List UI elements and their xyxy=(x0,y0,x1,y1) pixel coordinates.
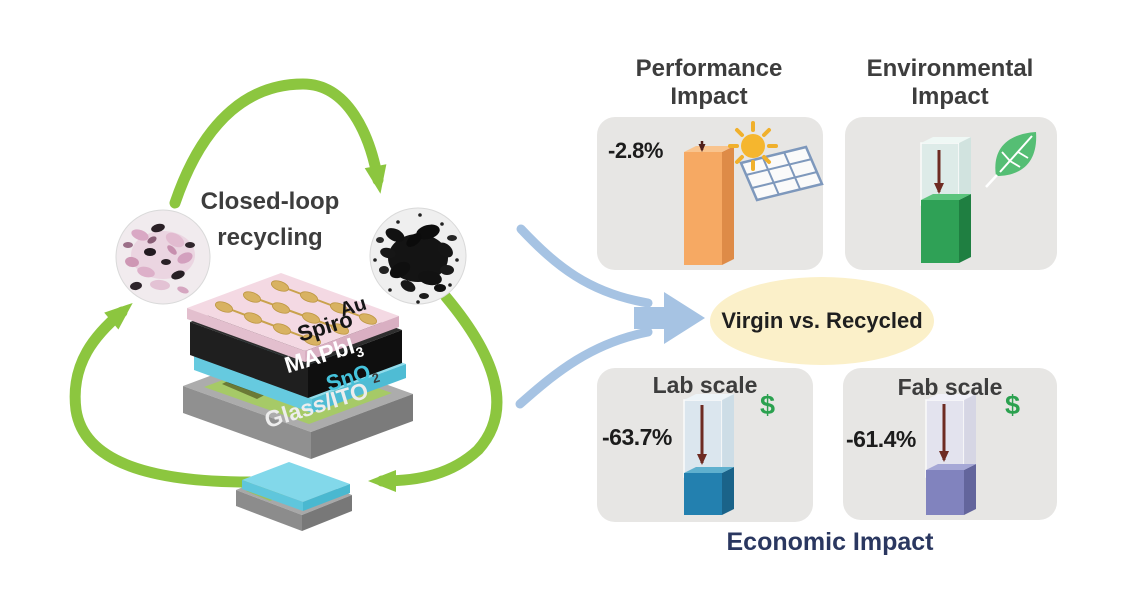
fab-dollar-icon: $ xyxy=(1005,390,1021,420)
layer-label-glass-ito: Glass/ITO xyxy=(261,376,372,434)
environmental-impact-panel xyxy=(845,117,1057,270)
sno-subscript: 2 xyxy=(370,369,382,387)
fab-scale-title: Fab scale xyxy=(897,374,1003,400)
virgin-vs-recycled-label: Virgin vs. Recycled xyxy=(721,308,923,333)
performance-impact-title-line1: Performance xyxy=(635,55,783,82)
lab-dollar-icon: $ xyxy=(760,390,776,420)
lab-scale-title: Lab scale xyxy=(652,372,758,398)
recycled-substrate xyxy=(236,462,352,531)
lab-scale-change-value: -63.7% xyxy=(602,424,672,450)
closed-loop-label-line2: recycling xyxy=(217,224,323,251)
black-powder-photo xyxy=(369,207,467,305)
environmental-impact-title-line1: Environmental xyxy=(866,55,1034,82)
performance-change-value: -2.8% xyxy=(608,138,663,163)
performance-impact-title-line2: Impact xyxy=(670,83,748,110)
mapbi-subscript: 3 xyxy=(354,344,366,361)
economic-impact-caption: Economic Impact xyxy=(726,528,934,556)
closed-loop-label-line1: Closed-loop xyxy=(200,188,340,215)
environmental-impact-title-line2: Impact xyxy=(911,83,989,110)
fab-scale-change-value: -61.4% xyxy=(846,426,916,452)
